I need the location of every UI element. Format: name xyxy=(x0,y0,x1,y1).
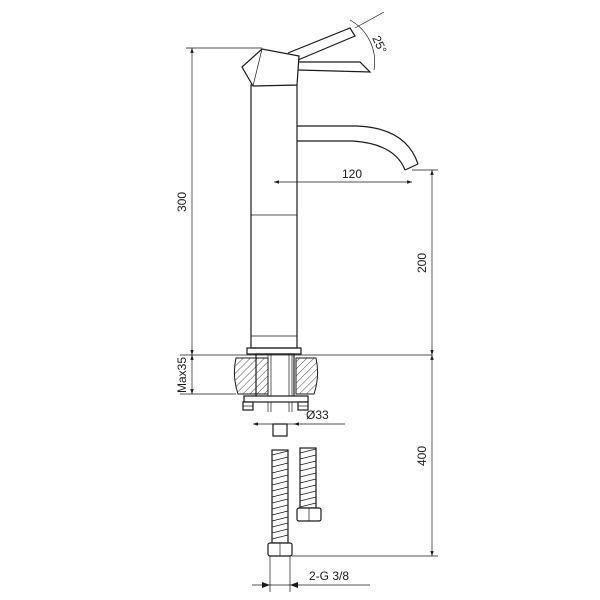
dim-300-label: 300 xyxy=(175,192,189,212)
lever-lower xyxy=(297,61,372,73)
handle-hub-edge xyxy=(252,48,263,87)
dim-g38-arrows xyxy=(262,582,298,588)
dim-max35-label: Max35 xyxy=(175,357,189,393)
handle-hub xyxy=(241,48,300,87)
faucet-body xyxy=(246,84,302,355)
countertop-section xyxy=(180,354,432,395)
spout xyxy=(297,125,419,171)
mounting-hardware xyxy=(242,353,309,412)
dim-33-label: Ø33 xyxy=(306,408,329,422)
hose-right-braid xyxy=(299,448,317,508)
clamp-washer xyxy=(243,395,309,403)
dim-spout-height: 200 xyxy=(412,169,438,355)
faucet-column xyxy=(250,84,298,349)
dim-hose-length: 400 xyxy=(292,355,438,557)
hose-left-top-fitting xyxy=(272,423,288,437)
flexible-hoses xyxy=(267,423,322,557)
dim-120-label: 120 xyxy=(342,167,362,181)
dim-spout-reach: 120 xyxy=(274,167,412,184)
faucet-base-ring xyxy=(246,347,302,355)
dim-400-label: 400 xyxy=(415,446,429,466)
spout-lower-curve xyxy=(297,140,406,171)
lever-handle: 25° xyxy=(241,11,390,87)
dim-max-deck: Max35 xyxy=(175,355,194,394)
dim-200-label: 200 xyxy=(415,253,429,273)
dim-connection: 2-G 3/8 xyxy=(252,556,370,592)
angle-label: 25° xyxy=(369,33,389,56)
deck-hatch-left xyxy=(233,357,269,395)
angle-extension xyxy=(354,11,385,29)
spout-outlet xyxy=(404,163,419,171)
hose-left-braid xyxy=(271,450,289,540)
angle-arc xyxy=(349,19,375,71)
lever-upper xyxy=(287,27,356,61)
spout-upper-curve xyxy=(297,125,419,165)
dim-g38-label: 2-G 3/8 xyxy=(309,569,349,583)
deck-hatch-right xyxy=(295,357,319,395)
dim-total-height: 300 xyxy=(175,47,262,355)
dim-diameter: Ø33 xyxy=(252,408,345,426)
